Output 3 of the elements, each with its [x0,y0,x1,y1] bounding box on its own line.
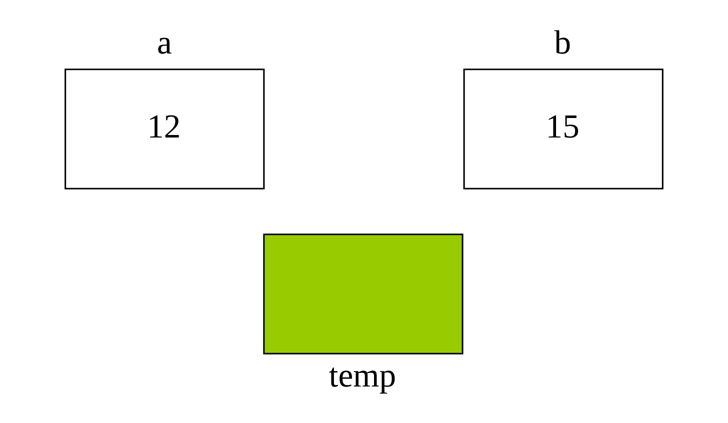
node-label: a [156,24,172,62]
node-label: temp [328,358,396,395]
node-label: b [554,24,571,62]
